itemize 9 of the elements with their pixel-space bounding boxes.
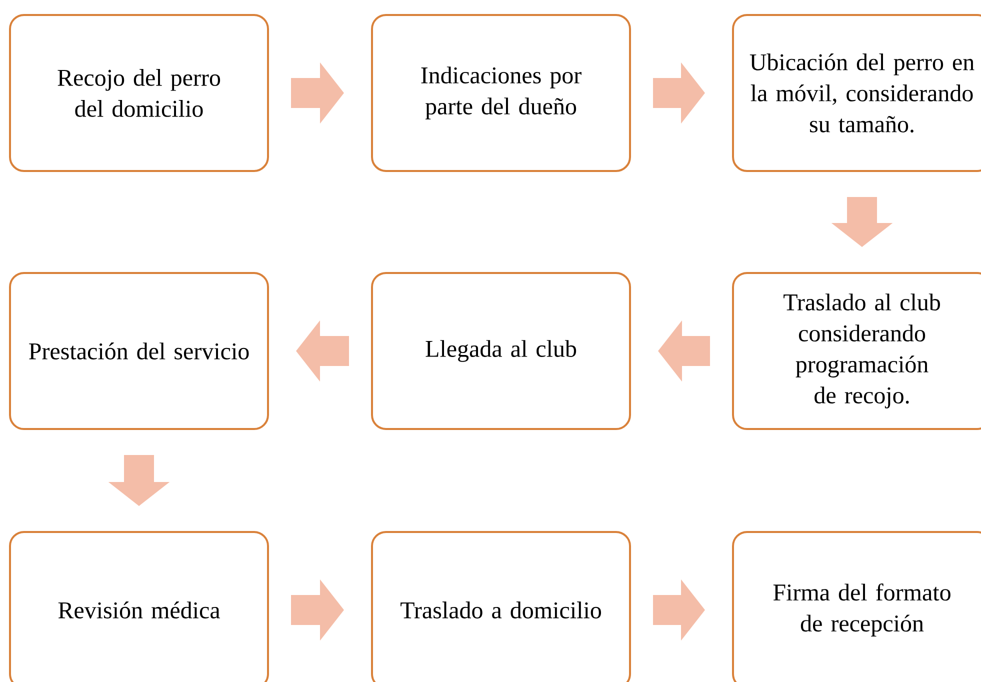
process-box: Llegada al club — [371, 272, 632, 430]
process-box: Revisión médica — [9, 531, 269, 682]
process-box: Traslado al club considerando programación de recojo. — [732, 272, 981, 430]
process-box: Indicaciones por parte del dueño — [371, 14, 632, 172]
process-box: Ubicación del perro en la móvil, considerando su tamaño. — [732, 14, 981, 172]
process-box: Traslado a domicilio — [371, 531, 632, 682]
process-box: Prestación del servicio — [9, 272, 269, 430]
process-box: Recojo del perro del domicilio — [9, 14, 269, 172]
process-box: Firma del formato de recepción — [732, 531, 981, 682]
